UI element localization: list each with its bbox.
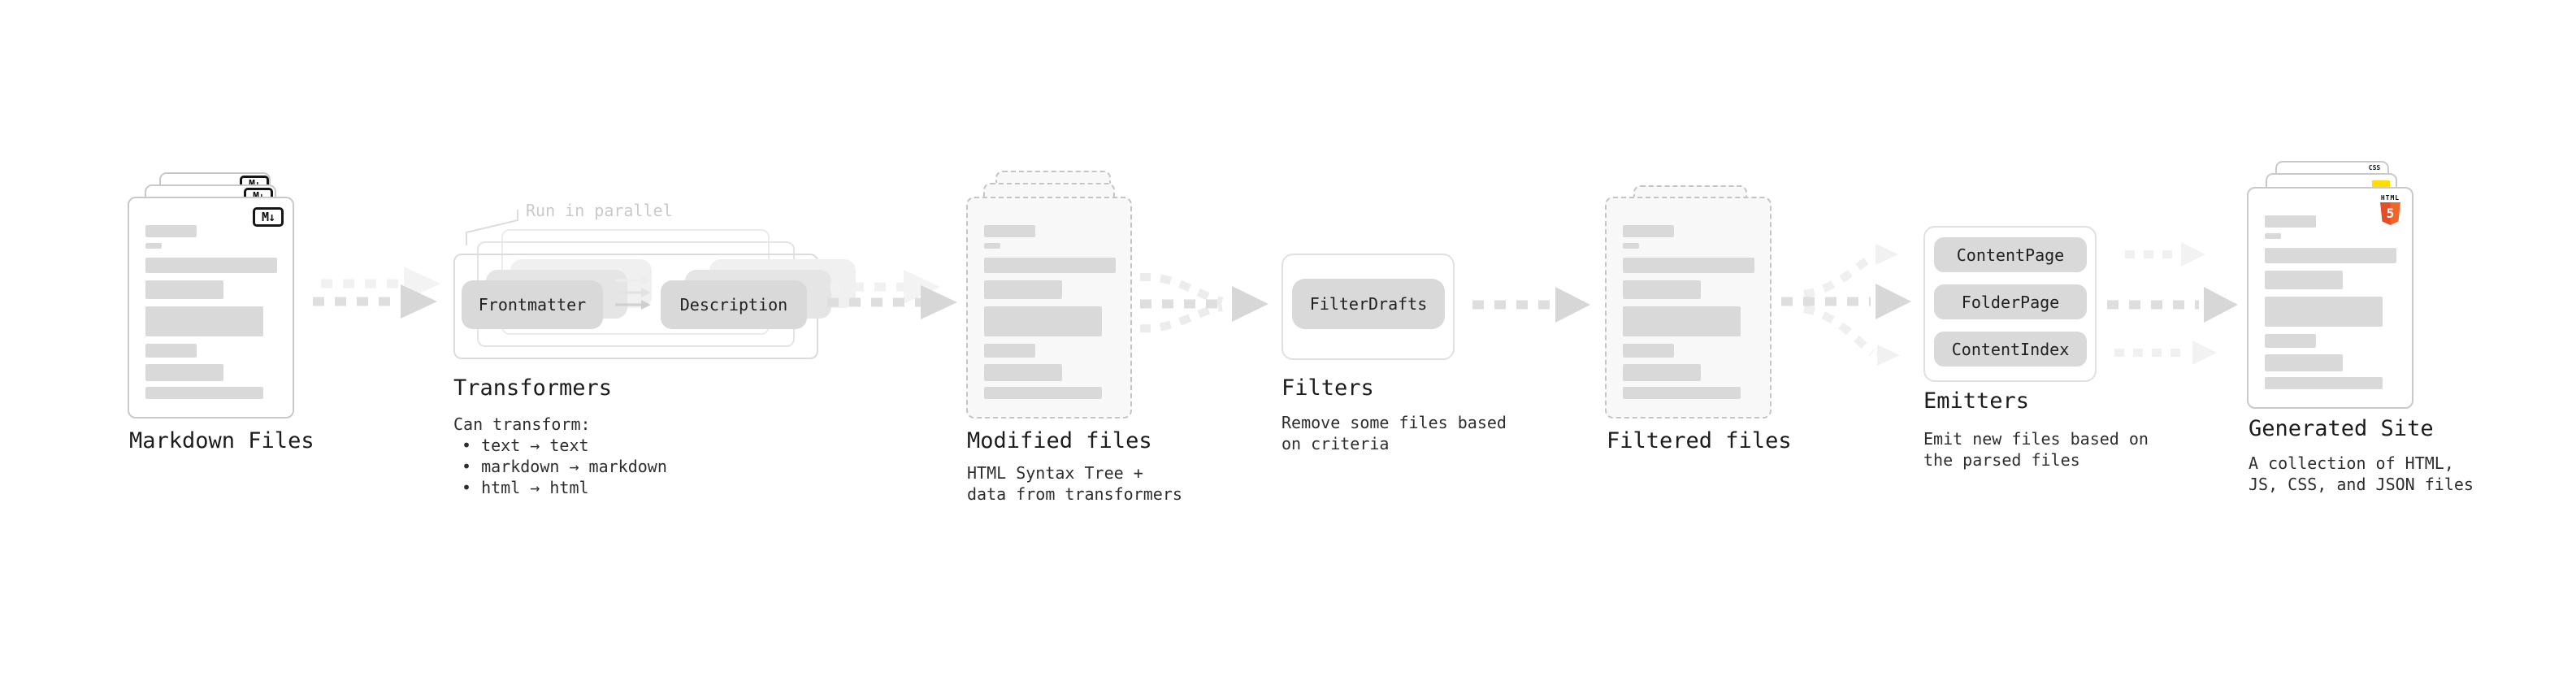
modified-description-line2: data from transformers <box>967 484 1182 504</box>
placeholder-bar <box>2265 334 2316 348</box>
pill-contentindex: ContentIndex <box>1934 332 2087 367</box>
placeholder-bar <box>1623 387 1741 399</box>
transformers-bullet: • text → text <box>462 436 589 455</box>
placeholder-bar <box>984 364 1062 381</box>
filters-description-line1: Remove some files based <box>1281 413 1507 432</box>
filters-description-line2: on criteria <box>1281 434 1390 453</box>
placeholder-bar <box>1623 225 1674 237</box>
placeholder-bar <box>2265 248 2396 263</box>
markdown-icon: M↓ <box>253 207 284 227</box>
placeholder-bar <box>1623 306 1741 336</box>
placeholder-bar <box>984 243 1000 249</box>
placeholder-bar <box>2265 215 2316 228</box>
flow-arrow-markdown-to-transformers <box>313 267 440 319</box>
pill-frontmatter: Frontmatter <box>462 280 603 329</box>
placeholder-bar <box>984 225 1035 237</box>
stage-label-modified-files: Modified files <box>967 428 1152 453</box>
filtered-file-card <box>1605 197 1772 419</box>
placeholder-bar <box>145 280 223 299</box>
placeholder-bar <box>984 258 1116 273</box>
pill-description: Description <box>661 280 807 329</box>
modified-description-line1: HTML Syntax Tree + <box>967 463 1143 483</box>
flow-arrow-modified-to-filters <box>1139 272 1268 333</box>
placeholder-bar <box>145 387 263 399</box>
html5-icon: HTML 5 <box>2380 194 2400 225</box>
pill-folderpage: FolderPage <box>1934 284 2087 319</box>
transformers-bullet: • html → html <box>462 478 589 497</box>
pill-contentpage: ContentPage <box>1934 237 2087 272</box>
markdown-file-card: M↓ <box>128 197 294 419</box>
emitters-description-line2: the parsed files <box>1923 450 2080 470</box>
placeholder-bar <box>984 344 1035 358</box>
placeholder-bar <box>984 280 1062 299</box>
run-in-parallel-note: Run in parallel <box>526 201 673 220</box>
flow-arrow-filtered-to-emitters <box>1781 244 1911 366</box>
placeholder-bar <box>145 306 263 336</box>
stage-label-filters: Filters <box>1281 375 1374 401</box>
stage-label-emitters: Emitters <box>1923 388 2030 414</box>
placeholder-bar <box>984 306 1102 336</box>
stage-label-generated-site: Generated Site <box>2249 416 2434 441</box>
placeholder-bar <box>145 344 197 358</box>
placeholder-bar <box>2265 233 2281 239</box>
placeholder-bar <box>1623 280 1701 299</box>
html5-icon-label: HTML <box>2380 194 2400 202</box>
placeholder-bar <box>1623 364 1701 381</box>
placeholder-bar <box>145 225 197 237</box>
placeholder-bar <box>145 243 162 249</box>
stage-label-markdown-files: Markdown Files <box>129 428 314 453</box>
html5-icon-number: 5 <box>2386 206 2395 221</box>
placeholder-bar <box>984 387 1102 399</box>
placeholder-bar <box>1623 258 1754 273</box>
placeholder-bar <box>2265 377 2383 389</box>
modified-file-card <box>966 197 1132 419</box>
css-icon-label: CSS <box>2368 164 2381 171</box>
pill-filterdrafts: FilterDrafts <box>1292 279 1445 329</box>
transformers-description-title: Can transform: <box>453 414 591 434</box>
placeholder-bar <box>145 258 277 273</box>
flow-arrow-emitters-to-generated <box>2107 242 2238 365</box>
placeholder-bar <box>145 364 223 381</box>
stage-label-transformers: Transformers <box>453 375 613 401</box>
generated-file-card: HTML 5 <box>2247 187 2413 409</box>
placeholder-bar <box>2265 354 2343 371</box>
stage-label-filtered-files: Filtered files <box>1607 428 1792 453</box>
generated-description-line1: A collection of HTML, <box>2249 453 2454 473</box>
flow-arrow-filters-to-filtered <box>1472 287 1590 323</box>
placeholder-bar <box>1623 344 1674 358</box>
transformers-bullet: • markdown → markdown <box>462 457 667 476</box>
emitters-description-line1: Emit new files based on <box>1923 429 2149 449</box>
placeholder-bar <box>1623 243 1639 249</box>
generated-description-line2: JS, CSS, and JSON files <box>2249 475 2474 494</box>
html5-icon-shield: 5 <box>2380 202 2400 225</box>
placeholder-bar <box>2265 297 2383 327</box>
placeholder-bar <box>2265 271 2343 289</box>
